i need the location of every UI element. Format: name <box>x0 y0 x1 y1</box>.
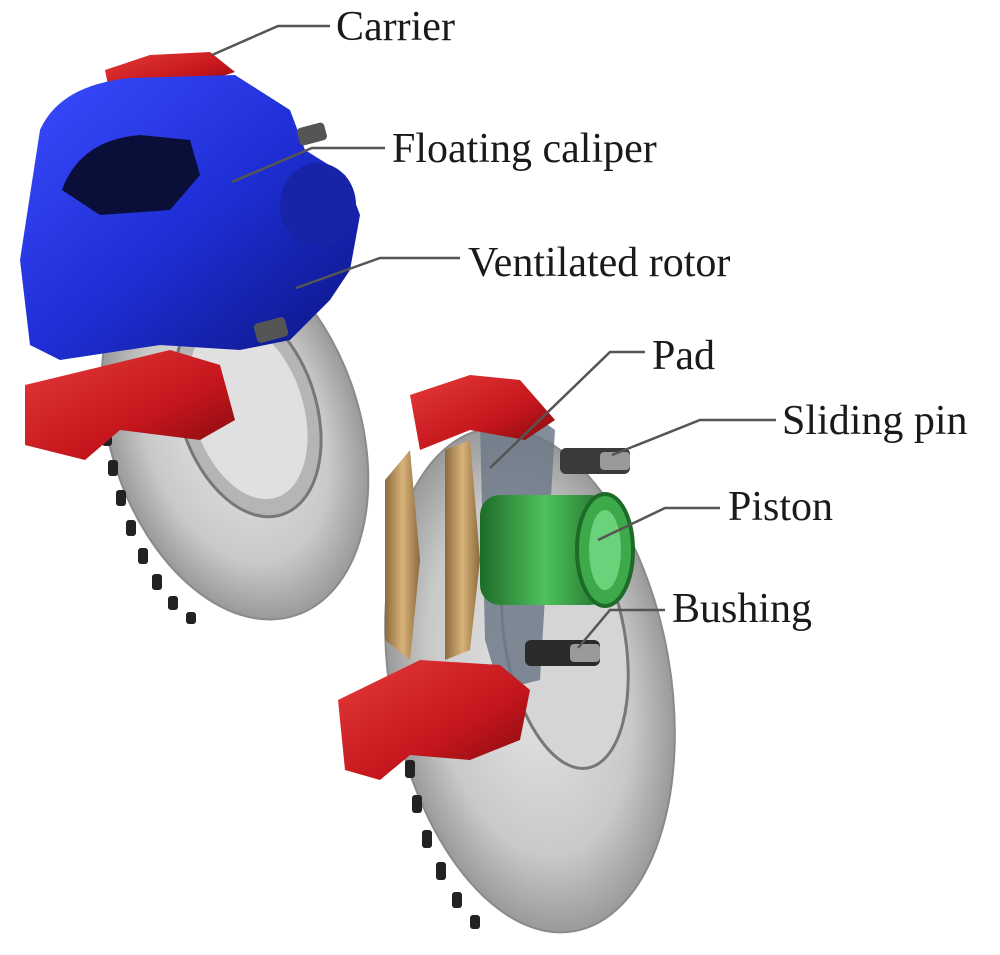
leader-rotor <box>295 256 460 290</box>
carrier-top-lower <box>410 375 555 450</box>
leader-piston <box>597 506 720 542</box>
sliding-pin-upper-top <box>297 122 327 146</box>
pad-outer <box>445 440 480 660</box>
label-carrier: Carrier <box>336 4 455 50</box>
label-bushing: Bushing <box>672 586 813 632</box>
leader-carrier <box>211 24 330 57</box>
piston-part <box>480 492 635 608</box>
assembly-cutaway <box>338 375 676 934</box>
assembly-full <box>20 52 370 624</box>
label-pad: Pad <box>652 333 715 379</box>
caliper-window <box>62 135 200 215</box>
caliper-piston-housing <box>280 163 356 247</box>
leader-caliper <box>231 146 385 184</box>
carrier-lower-upper <box>25 350 235 460</box>
label-ventilated-rotor: Ventilated rotor <box>468 240 731 286</box>
leader-pad <box>489 350 645 469</box>
bushing-lower <box>525 640 600 666</box>
leader-lines <box>211 24 776 649</box>
pad-inner <box>385 450 420 660</box>
leader-bushing <box>577 608 665 649</box>
label-piston: Piston <box>728 484 834 530</box>
sliding-pin-upper-bottom <box>253 317 289 343</box>
label-floating-caliper: Floating caliper <box>392 126 657 172</box>
label-sliding-pin: Sliding pin <box>782 398 968 444</box>
carrier-lower-lower <box>338 660 530 780</box>
leader-sliding-pin <box>611 418 776 457</box>
